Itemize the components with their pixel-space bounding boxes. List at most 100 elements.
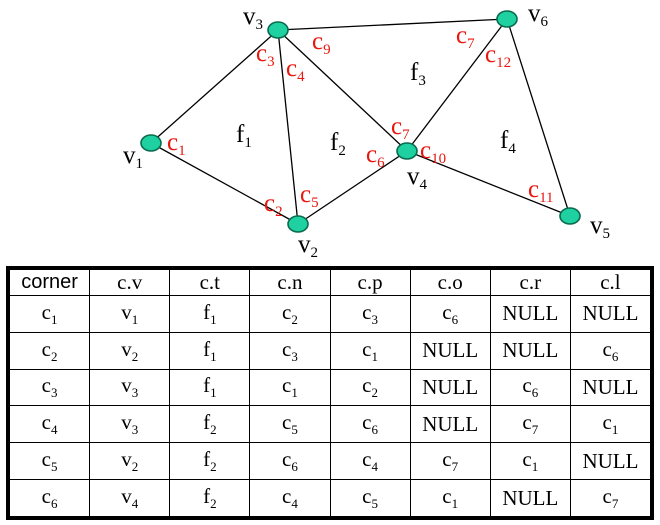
edge-v3-v6 xyxy=(277,18,508,31)
table-cell: c6 xyxy=(489,368,571,407)
table-cell: c3 xyxy=(329,295,411,333)
table-cell: NULL xyxy=(409,405,491,444)
table-cell: c7 xyxy=(569,479,652,517)
table-cell: v1 xyxy=(89,295,171,333)
vertex-label-v2: v2 xyxy=(298,231,318,261)
header-cp: c.p xyxy=(329,269,411,296)
vertex-v3-dot xyxy=(267,21,289,39)
table-cell: c7 xyxy=(409,442,491,481)
vertex-label-v6: v6 xyxy=(528,0,549,30)
table-cell: c1 xyxy=(8,295,91,333)
table-cell: NULL xyxy=(569,442,652,481)
table-cell: v2 xyxy=(89,442,171,481)
table-cell: c6 xyxy=(249,442,331,481)
table-cell: c1 xyxy=(569,405,652,444)
table-cell: c4 xyxy=(8,405,91,444)
table-cell: c6 xyxy=(329,405,411,444)
vertex-v1-dot xyxy=(140,134,162,152)
header-ct: c.t xyxy=(169,269,251,296)
table-cell: v4 xyxy=(89,479,171,517)
table-cell: c1 xyxy=(329,331,411,370)
table-cell: c6 xyxy=(409,295,491,333)
table-cell: NULL xyxy=(409,368,491,407)
table-cell: c5 xyxy=(8,442,91,481)
corner-label-c7-b: c7 xyxy=(456,22,475,52)
table-cell: v2 xyxy=(89,331,171,370)
corner-label-c2: c2 xyxy=(264,190,283,220)
corner-label-c11: c11 xyxy=(528,176,554,206)
table-header-row: corner c.v c.t c.n c.p c.o c.r c.l xyxy=(8,269,652,296)
corner-label-c4: c4 xyxy=(286,55,305,85)
face-label-f3: f3 xyxy=(410,59,426,89)
edge-v2-v4 xyxy=(297,150,408,225)
corner-label-c5: c5 xyxy=(300,181,319,211)
table-cell: c1 xyxy=(489,442,571,481)
edge-v3-v2 xyxy=(277,29,299,225)
table-cell: c5 xyxy=(249,405,331,444)
vertex-label-v1: v1 xyxy=(123,142,143,172)
header-cl: c.l xyxy=(569,269,652,296)
header-cn: c.n xyxy=(249,269,331,296)
table-cell: c2 xyxy=(8,331,91,370)
edge-v4-v6 xyxy=(406,18,508,152)
header-corner: corner xyxy=(8,269,91,296)
table-cell: c5 xyxy=(329,479,411,517)
table-cell: f1 xyxy=(169,295,251,333)
corner-label-c9: c9 xyxy=(312,28,331,58)
edge-v4-v5 xyxy=(406,150,571,217)
table-cell: NULL xyxy=(569,368,652,407)
vertex-label-v5: v5 xyxy=(590,212,610,242)
corner-label-c12: c12 xyxy=(485,41,511,71)
corner-label-c10: c10 xyxy=(420,137,446,167)
table-cell: c1 xyxy=(409,479,491,517)
table-cell: c7 xyxy=(489,405,571,444)
table-cell: NULL xyxy=(489,331,571,370)
mesh-vertices xyxy=(140,10,581,233)
table-cell: v3 xyxy=(89,368,171,407)
edge-v6-v5 xyxy=(506,18,571,217)
table-cell: NULL xyxy=(489,295,571,333)
header-cv: c.v xyxy=(89,269,171,296)
corner-labels: c1 c2 c3 c4 c5 c6 c7 c7 c9 c10 c11 c12 xyxy=(167,22,554,220)
header-co: c.o xyxy=(409,269,491,296)
table-cell: c6 xyxy=(569,331,652,370)
corner-label-c3: c3 xyxy=(256,40,275,70)
table-cell: f2 xyxy=(169,405,251,444)
table-cell: v3 xyxy=(89,405,171,444)
table-cell: c3 xyxy=(8,368,91,407)
table-cell: c2 xyxy=(329,368,411,407)
vertex-label-v4: v4 xyxy=(407,163,428,193)
face-labels: f1 f2 f3 f4 xyxy=(236,59,516,159)
vertex-v5-dot xyxy=(559,207,581,225)
mesh-diagram: v1 v2 v3 v4 v5 v6 f1 f2 f3 f4 c1 c2 c3 c… xyxy=(123,0,610,261)
corner-label-c7-a: c7 xyxy=(391,113,410,143)
table-cell: f1 xyxy=(169,368,251,407)
table-cell: c4 xyxy=(249,479,331,517)
table-cell: f1 xyxy=(169,331,251,370)
header-cr: c.r xyxy=(489,269,571,296)
edge-v3-v4 xyxy=(277,29,408,152)
vertex-v4-dot xyxy=(396,142,418,160)
edge-v1-v2 xyxy=(150,142,299,225)
edge-v1-v3 xyxy=(150,29,279,144)
vertex-label-v3: v3 xyxy=(243,3,263,33)
table-cell: NULL xyxy=(569,295,652,333)
table-cell: c3 xyxy=(249,331,331,370)
corner-label-c1: c1 xyxy=(167,129,186,159)
vertex-v6-dot xyxy=(496,10,518,28)
table-cell: f2 xyxy=(169,442,251,481)
corner-label-c6: c6 xyxy=(366,141,385,171)
table-cell: f2 xyxy=(169,479,251,517)
table-cell: c4 xyxy=(329,442,411,481)
vertex-v2-dot xyxy=(287,215,309,233)
table-cell: c6 xyxy=(8,479,91,517)
